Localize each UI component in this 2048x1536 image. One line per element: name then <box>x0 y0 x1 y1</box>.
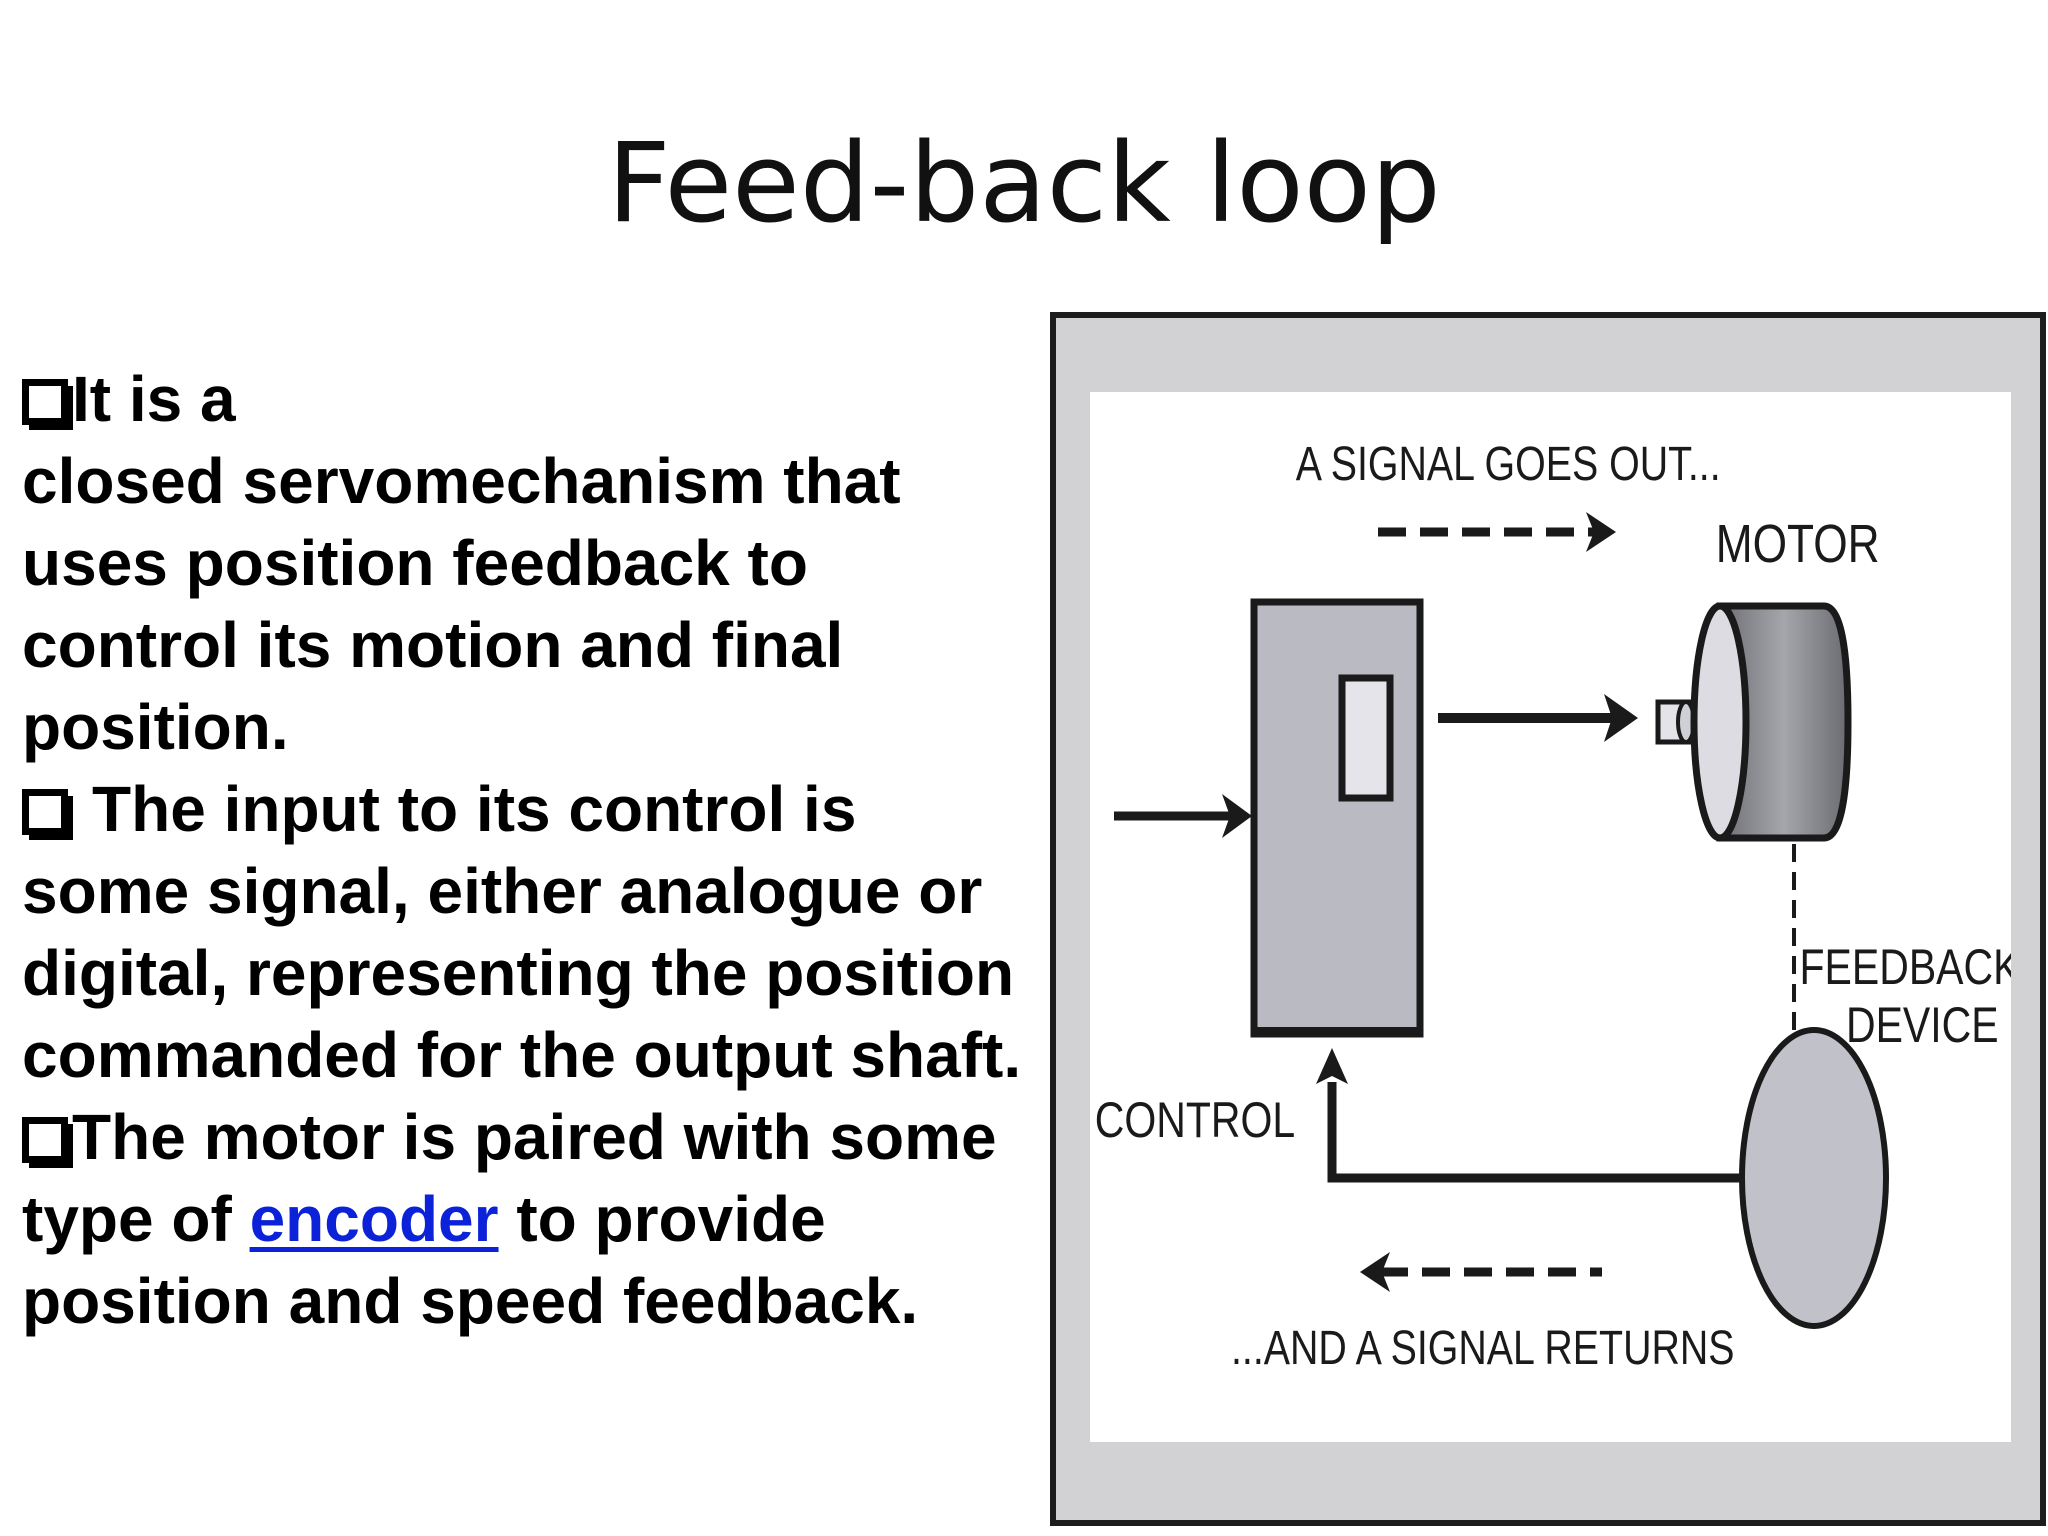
bullet-text: The input to its control is some signal,… <box>22 773 1022 1091</box>
signal-out-label: A SIGNAL GOES OUT... <box>1296 437 1721 491</box>
bullet-text: The motor is paired with some type of <box>22 1101 997 1255</box>
bullet-item: It is a closed servomechanism that uses … <box>22 358 1032 768</box>
signal-out-arrow <box>1378 512 1616 552</box>
control-box <box>1250 598 1424 1038</box>
feedback-device-label-line1: FEEDBACK <box>1800 939 2011 995</box>
input-arrow <box>1114 794 1252 838</box>
bullet-text: closed servomechanism that uses position… <box>22 445 901 763</box>
motor-label: MOTOR <box>1716 514 1880 574</box>
feedback-device-label-line2: DEVICE <box>1846 997 1999 1053</box>
motor <box>1655 602 1852 842</box>
slide-title: Feed-back loop <box>607 119 1441 247</box>
bullet-item: The motor is paired with some type of en… <box>22 1096 1032 1342</box>
checkbox-bullet-icon <box>22 379 68 425</box>
checkbox-bullet-icon <box>22 1117 68 1163</box>
signal-return-arrow <box>1360 1252 1602 1292</box>
figure-panel: A SIGNAL GOES OUT... MOTOR <box>1090 392 2011 1442</box>
signal-returns-label: ...AND A SIGNAL RETURNS <box>1231 1321 1735 1375</box>
feedback-device <box>1739 1027 1889 1329</box>
figure-frame: A SIGNAL GOES OUT... MOTOR <box>1050 312 2046 1526</box>
feedback-loop-diagram: A SIGNAL GOES OUT... MOTOR <box>1095 437 2011 1375</box>
bullet-item: The input to its control is some signal,… <box>22 768 1032 1096</box>
feedback-return-path <box>1316 1048 1742 1183</box>
checkbox-bullet-icon <box>22 789 68 835</box>
bullet-text: It is a <box>72 363 236 435</box>
encoder-link[interactable]: encoder <box>249 1183 499 1255</box>
bullet-list: It is a closed servomechanism that uses … <box>22 358 1032 1342</box>
control-label: CONTROL <box>1095 1092 1295 1148</box>
bullet-text: to provide position and speed feedback. <box>22 1183 919 1337</box>
command-arrow <box>1438 694 1638 742</box>
